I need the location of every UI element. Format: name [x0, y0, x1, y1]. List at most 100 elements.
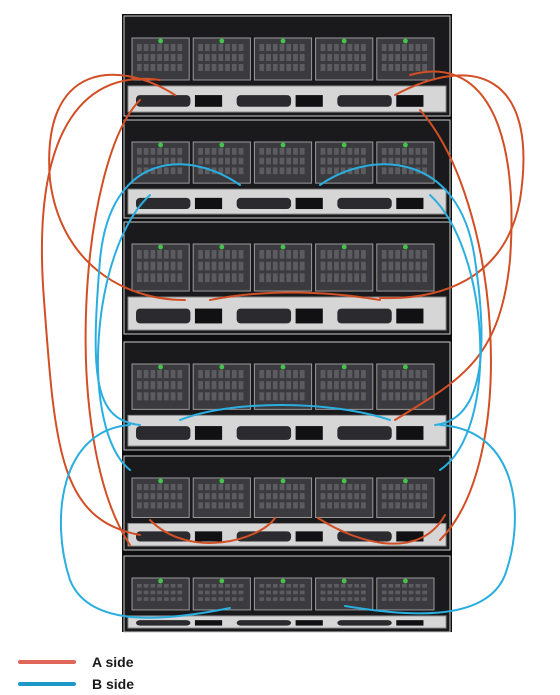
drive-mesh-cell [211, 44, 217, 51]
drive-mesh-cell [279, 64, 285, 71]
drive-mesh-cell [334, 584, 339, 588]
drive-mesh-cell [238, 597, 244, 601]
drive-mesh-cell [395, 64, 401, 71]
b-side-cable [59, 424, 231, 619]
drive-mesh-cell [238, 261, 244, 271]
drive-mesh-cell [259, 493, 265, 500]
drive-mesh-cell [225, 273, 230, 283]
drive-mesh-cell [334, 493, 339, 500]
drive-status-led [219, 244, 225, 250]
drive-mesh-cell [150, 273, 156, 283]
drive-mesh-cell [320, 584, 326, 588]
drive-mesh-cell [238, 273, 244, 283]
power-socket [295, 620, 323, 626]
drive-mesh-cell [354, 64, 360, 71]
drive-mesh-cell [259, 502, 265, 509]
drive-mesh-cell [204, 597, 210, 601]
drive-mesh-cell [402, 157, 407, 165]
a-side-cable [149, 517, 276, 544]
drive-mesh-cell [225, 167, 230, 175]
drive-mesh-cell [422, 148, 427, 155]
drive-mesh-cell [402, 54, 407, 61]
drive-mesh-cell [361, 584, 366, 588]
fan-module [136, 620, 191, 626]
drive-status-led [403, 578, 408, 584]
drive-mesh-cell [334, 157, 339, 165]
drive-mesh-cell [238, 157, 244, 165]
drive-mesh-cell [293, 493, 298, 500]
drive-mesh-cell [259, 590, 265, 595]
drive-mesh-cell [361, 167, 366, 175]
drive-mesh-cell [327, 392, 333, 401]
drive-mesh-cell [402, 597, 407, 601]
drive-mesh-cell [143, 157, 149, 165]
drive-mesh-cell [238, 64, 244, 71]
drive-mesh-cell [137, 157, 142, 165]
fan-module [236, 308, 292, 324]
drive-mesh-cell [266, 502, 271, 509]
drive-mesh-cell [204, 484, 210, 491]
a-side-cable [48, 73, 186, 301]
drive-mesh-cell [198, 381, 203, 390]
drive-mesh-cell [157, 590, 162, 595]
drive-mesh-cell [218, 584, 224, 588]
drive-mesh-cell [211, 590, 217, 595]
drive-mesh-cell [320, 370, 326, 379]
drive-mesh-cell [347, 392, 353, 401]
a-side-cable [419, 109, 492, 541]
drive-mesh-cell [299, 44, 305, 51]
drive-mesh-cell [334, 484, 339, 491]
drive-status-led [403, 364, 408, 370]
drive-mesh-cell [157, 44, 162, 51]
drive-mesh-cell [170, 502, 176, 509]
drive-mesh-cell [327, 261, 333, 271]
drive-mesh-cell [163, 502, 169, 509]
drive-mesh-cell [347, 273, 353, 283]
drive-mesh-cell [340, 392, 346, 401]
drive-mesh-cell [272, 597, 278, 601]
drive-mesh-cell [286, 597, 292, 601]
drive-mesh-cell [204, 493, 210, 500]
drive-mesh-cell [238, 54, 244, 61]
drive-mesh-cell [340, 250, 346, 259]
drive-mesh-cell [137, 64, 142, 71]
drive-mesh-cell [137, 493, 142, 500]
drive-mesh-cell [395, 44, 401, 51]
power-socket [295, 426, 323, 440]
drive-mesh-cell [422, 261, 427, 271]
drive-mesh-cell [198, 148, 203, 155]
drive-mesh-cell [157, 584, 162, 588]
drive-status-led [158, 364, 164, 370]
drive-mesh-cell [334, 250, 339, 259]
drive-mesh-cell [157, 148, 162, 155]
drive-mesh-cell [231, 44, 237, 51]
drive-status-led [158, 244, 164, 250]
drive-mesh-cell [347, 261, 353, 271]
drive-mesh-cell [163, 44, 169, 51]
drive-mesh-cell [408, 502, 414, 509]
drive-mesh-cell [422, 484, 427, 491]
fan-module [236, 620, 292, 626]
drive-mesh-cell [340, 54, 346, 61]
drive-mesh-cell [231, 493, 237, 500]
drive-mesh-cell [422, 370, 427, 379]
drive-mesh-cell [320, 590, 326, 595]
drive-mesh-cell [198, 493, 203, 500]
drive-mesh-cell [286, 250, 292, 259]
chassis-5 [123, 455, 451, 551]
drive-mesh-cell [211, 250, 217, 259]
drive-mesh-cell [327, 370, 333, 379]
drive-mesh-cell [320, 148, 326, 155]
drive-mesh-cell [231, 54, 237, 61]
drive-mesh-cell [259, 54, 265, 61]
power-socket [396, 426, 424, 440]
storage-rack-cabling-diagram [40, 14, 525, 633]
drive-mesh-cell [327, 484, 333, 491]
power-socket [194, 308, 223, 324]
drive-mesh-cell [408, 493, 414, 500]
drive-mesh-cell [340, 64, 346, 71]
drive-mesh-cell [381, 597, 387, 601]
drive-mesh-cell [293, 597, 298, 601]
drive-mesh-cell [150, 370, 156, 379]
drive-mesh-cell [272, 157, 278, 165]
